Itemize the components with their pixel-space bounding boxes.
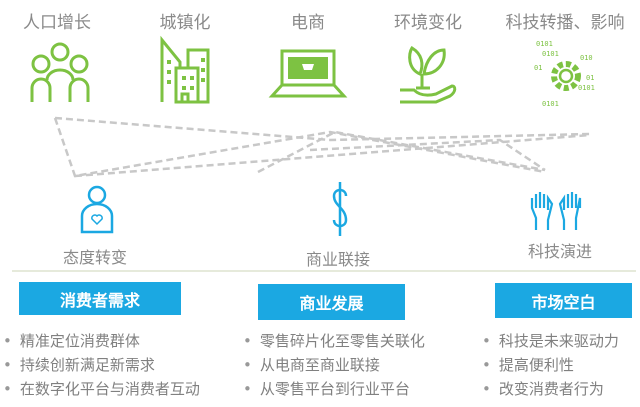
factor-label-attitude: 态度转变 (62, 248, 128, 267)
divider (12, 270, 636, 272)
binary-text: 0101 (536, 40, 553, 48)
laptop-cart-icon (268, 49, 348, 98)
people-icon (30, 42, 90, 102)
person-heart-icon (80, 185, 114, 234)
list-item: 科技是未来驱动力 (482, 329, 619, 353)
binary-text: 010 (580, 54, 593, 62)
consumer-demand-list: 精准定位消费群体 持续创新满足新需求 在数字化平台与消费者互动 (3, 329, 200, 401)
driver-label-population: 人口增长 (23, 13, 91, 33)
list-item: 精准定位消费群体 (3, 329, 200, 353)
driver-label-urbanization: 城镇化 (159, 13, 211, 33)
plant-hand-icon (400, 45, 457, 104)
market-gap-list: 科技是未来驱动力 提高便利性 改变消费者行为 (482, 329, 619, 401)
list-item: 持续创新满足新需求 (3, 353, 200, 377)
column-title-consumer-demand: 消费者需求 (19, 282, 181, 315)
list-item: 从电商至商业联接 (243, 353, 425, 377)
driver-label-environment: 环境变化 (394, 13, 462, 33)
column-title-market-gap: 市场空白 (495, 283, 632, 318)
binary-text: 0101 (578, 84, 595, 92)
business-development-list: 零售碎片化至零售关联化 从电商至商业联接 从零售平台到行业平台 (243, 329, 425, 401)
binary-text: 01 (586, 74, 594, 82)
driver-label-ecommerce: 电商 (291, 13, 325, 33)
buildings-icon (160, 35, 210, 104)
list-item: 从零售平台到行业平台 (243, 377, 425, 401)
binary-text: 0101 (542, 50, 559, 58)
list-item: 提高便利性 (482, 353, 619, 377)
raised-hands-icon (530, 192, 582, 230)
binary-text: 01 (534, 64, 542, 72)
factor-label-technology: 科技演进 (527, 242, 593, 261)
list-item: 改变消费者行为 (482, 377, 619, 401)
gear-binary-icon: 0101 0101 010 01 01 0101 0101 (534, 40, 595, 108)
driver-label-technology: 科技转播、影响 (505, 13, 625, 33)
list-item: 在数字化平台与消费者互动 (3, 377, 200, 401)
column-title-business-development: 商业发展 (258, 284, 405, 320)
dollar-icon (332, 182, 348, 236)
list-item: 零售碎片化至零售关联化 (243, 329, 425, 353)
factor-label-commerce: 商业联接 (305, 250, 371, 269)
binary-text: 0101 (542, 100, 559, 108)
